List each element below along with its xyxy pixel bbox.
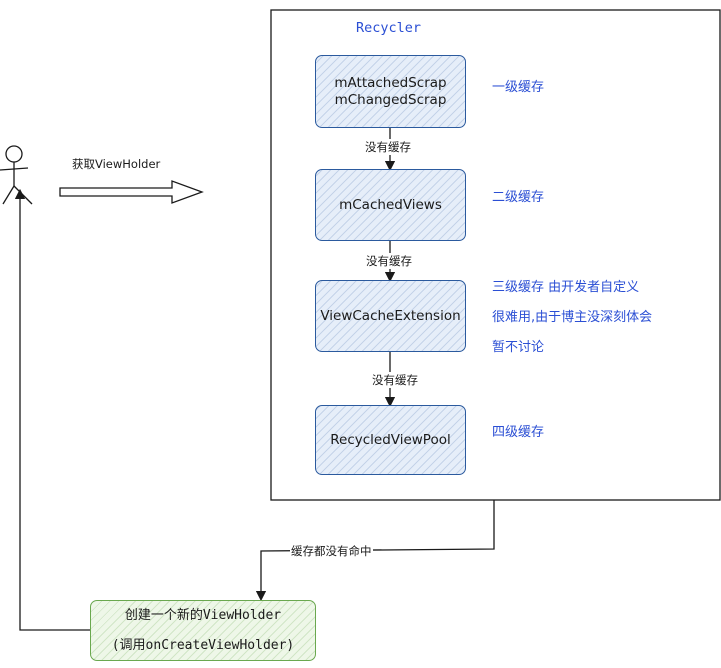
level4-cache-box: RecycledViewPool <box>315 405 466 475</box>
level1-line2: mChangedScrap <box>334 91 447 108</box>
get-viewholder-label: 获取ViewHolder <box>71 156 162 172</box>
level2-note: 二级缓存 <box>492 190 545 205</box>
all-miss-label: 缓存都没有命中 <box>290 543 373 559</box>
create-viewholder-box: 创建一个新的ViewHolder (调用onCreateViewHolder) <box>90 600 316 661</box>
level2-cache-box: mCachedViews <box>315 169 466 241</box>
return-connector <box>14 188 90 631</box>
no-cache-label-2: 没有缓存 <box>365 253 413 269</box>
level3-note-line2: 很难用,由于博主没深刻体会 <box>492 310 653 325</box>
create-line2: (调用onCreateViewHolder) <box>111 637 295 653</box>
level4-label: RecycledViewPool <box>330 431 451 448</box>
create-line1: 创建一个新的ViewHolder <box>124 607 282 623</box>
level2-label: mCachedViews <box>339 196 442 213</box>
level4-note: 四级缓存 <box>492 425 545 440</box>
recycler-container <box>270 9 721 501</box>
level3-cache-box: ViewCacheExtension <box>315 280 466 352</box>
all-miss-connector <box>255 500 495 602</box>
level1-cache-box: mAttachedScrap mChangedScrap <box>315 55 466 128</box>
level3-label: ViewCacheExtension <box>320 307 461 324</box>
user-stick-figure <box>0 145 33 205</box>
level1-note: 一级缓存 <box>492 80 545 95</box>
level3-note-line3: 暂不讨论 <box>492 340 545 355</box>
no-cache-label-1: 没有缓存 <box>364 139 412 155</box>
level3-note-line1: 三级缓存 由开发者自定义 <box>492 280 640 295</box>
recycler-title: Recycler <box>356 20 422 36</box>
level1-line1: mAttachedScrap <box>334 74 447 91</box>
no-cache-label-3: 没有缓存 <box>371 372 419 388</box>
get-viewholder-arrow <box>59 180 204 204</box>
